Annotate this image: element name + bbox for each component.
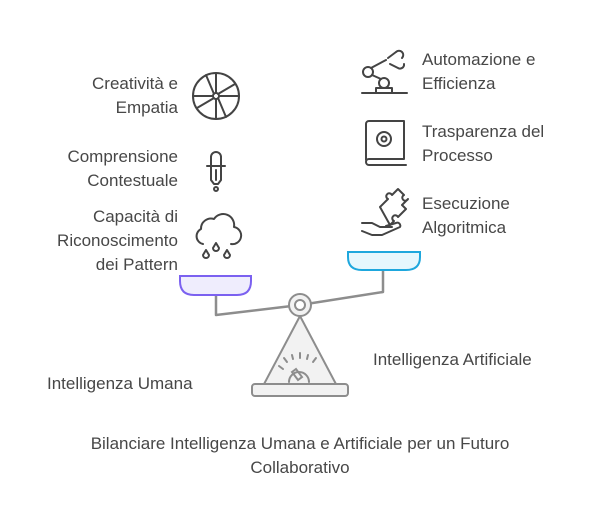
robot-arm-icon xyxy=(361,49,408,94)
label-comprensione: Comprensione Contestuale xyxy=(67,147,178,190)
rain-cloud-icon xyxy=(195,213,243,259)
human-side-label: Intelligenza Umana xyxy=(47,374,193,393)
puzzle-hand-icon xyxy=(361,188,409,236)
label-pattern: Capacità di Riconoscimento dei Pattern xyxy=(57,207,178,274)
gauge-icon xyxy=(278,352,317,383)
ai-side-label: Intelligenza Artificiale xyxy=(373,350,532,369)
wheel-icon xyxy=(192,72,240,120)
gear-book-icon xyxy=(365,120,407,166)
label-esecuzione: Esecuzione Algoritmica xyxy=(422,194,510,237)
scale-base xyxy=(251,383,349,397)
ai-pan xyxy=(347,251,421,271)
label-creativita: Creatività e Empatia xyxy=(92,74,178,117)
human-pan xyxy=(179,275,252,296)
label-trasparenza: Trasparenza del Processo xyxy=(422,122,545,165)
diagram-title: Bilanciare Intelligenza Umana e Artifici… xyxy=(90,434,510,477)
label-automazione: Automazione e Efficienza xyxy=(422,50,536,93)
dropper-icon xyxy=(206,151,226,192)
